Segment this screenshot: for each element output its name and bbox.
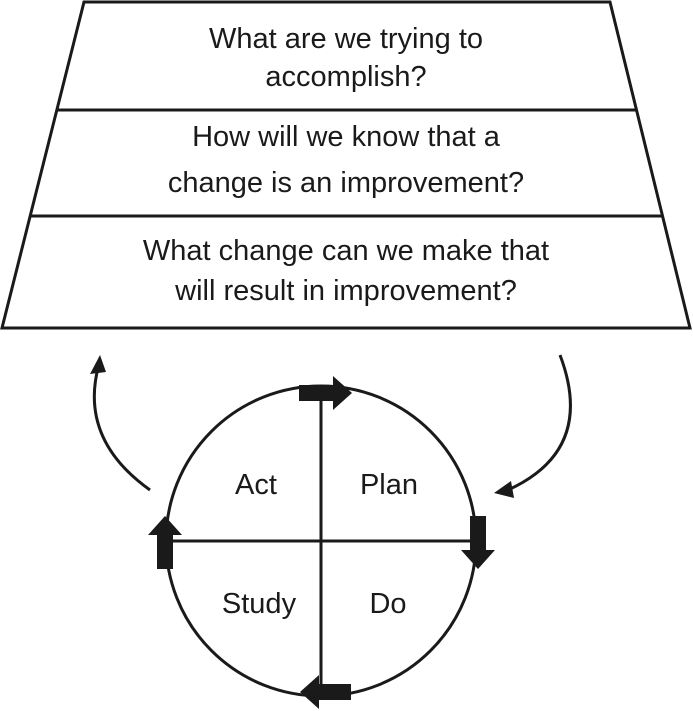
right-block-arrow [461,516,495,569]
cycle-connector-arrows [90,354,572,498]
question-aim-line-1: What are we trying to [209,23,483,55]
question-change-line-1: What change can we make that [143,235,549,267]
left-block-arrow [148,516,182,569]
left-curved-arrow [92,367,151,492]
quadrant-act-label: Act [235,469,277,501]
question-aim: What are we trying to accomplish? [209,23,483,93]
quadrant-study-label: Study [222,588,297,620]
bottom-block-arrow [300,675,351,709]
trapezoid-outline [0,0,692,330]
question-change: What change can we make that will result… [143,235,549,307]
question-measure-line-1: How will we know that a [192,121,501,153]
top-block-arrow [299,376,352,410]
question-measure-line-2: change is an improvement? [168,167,524,199]
question-aim-line-2: accomplish? [265,61,426,93]
pdsa-cycle: Act Plan Study Do [148,376,495,709]
question-measure: How will we know that a change is an imp… [168,121,524,199]
question-change-line-2: will result in improvement? [174,275,517,307]
quadrant-do-label: Do [369,588,406,620]
left-curved-arrowhead [90,355,106,374]
right-curved-arrow [507,354,572,492]
quadrant-plan-label: Plan [360,469,418,501]
questions-trapezoid: What are we trying to accomplish? How wi… [0,0,692,330]
right-curved-arrowhead [494,481,514,498]
